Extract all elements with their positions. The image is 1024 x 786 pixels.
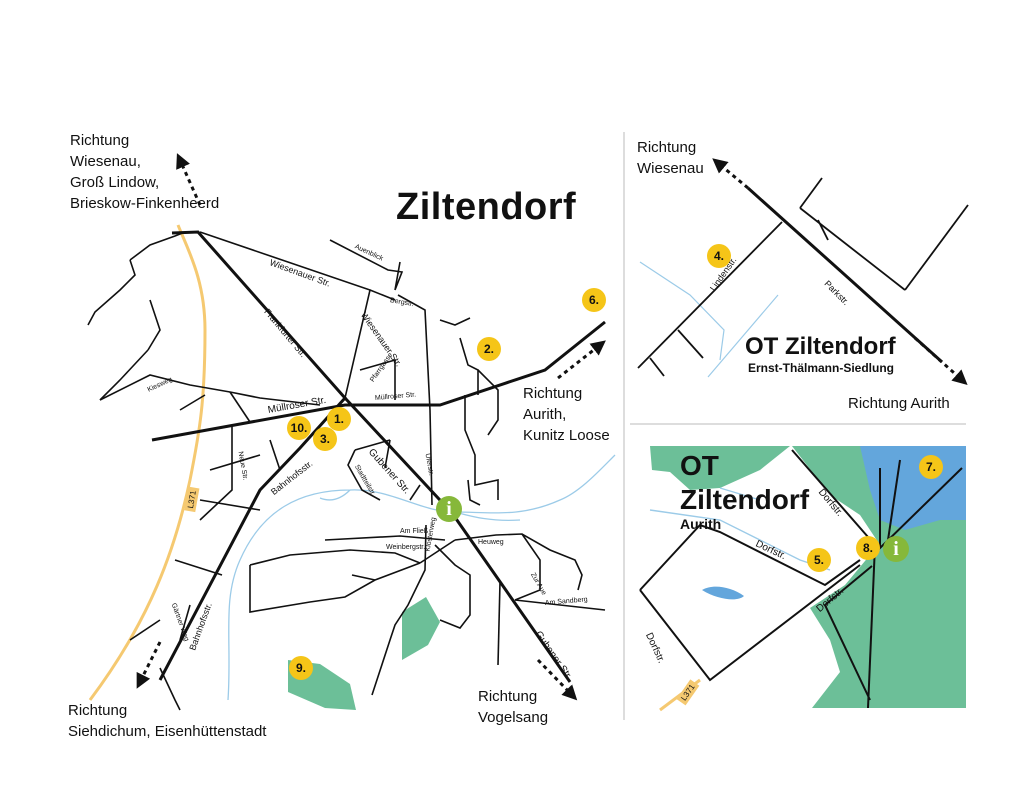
inset-bottom-roads xyxy=(639,449,963,709)
poi-marker[interactable]: 4. xyxy=(707,244,731,268)
inset-top-subtitle: Ernst-Thälmann-Siedlung xyxy=(748,361,895,375)
poi-marker[interactable]: 7. xyxy=(919,455,943,479)
inset-top-direction-line: Wiesenau xyxy=(637,160,704,177)
inset-bottom-subtitle: Aurith xyxy=(680,516,722,532)
inset-top-water xyxy=(639,261,779,378)
info-icon[interactable]: i xyxy=(883,536,909,562)
poi-marker[interactable]: 8. xyxy=(856,536,880,560)
direction-east-line: Richtung xyxy=(523,385,583,402)
main-green xyxy=(288,597,440,710)
direction-east-line: Aurith, xyxy=(523,406,567,423)
main-direction-arrows xyxy=(136,153,606,701)
street-label: Am Fließ xyxy=(400,528,428,535)
direction-nw-label: Richtung Wiesenau, Groß Lindow, Brieskow… xyxy=(70,130,219,214)
poi-marker[interactable]: 1. xyxy=(327,407,351,431)
poi-marker[interactable]: 9. xyxy=(289,656,313,680)
inset-top-roads xyxy=(637,177,969,377)
highway-l371 xyxy=(88,224,207,701)
poi-marker[interactable]: 2. xyxy=(477,337,501,361)
poi-marker[interactable]: 3. xyxy=(313,427,337,451)
poi-marker[interactable]: 6. xyxy=(582,288,606,312)
inset-bottom-title-line: OT xyxy=(680,450,719,481)
inset-top-main-road xyxy=(746,186,944,364)
direction-sw-line: Richtung xyxy=(68,702,128,719)
direction-sw-line: Siehdichum, Eisenhüttenstadt xyxy=(68,723,267,740)
direction-sw-label: Richtung Siehdichum, Eisenhüttenstadt xyxy=(68,700,266,742)
inset-top-arrows xyxy=(712,158,968,385)
direction-east-label: Richtung Aurith, Kunitz Loose xyxy=(523,383,610,446)
direction-nw-line: Wiesenau, xyxy=(70,153,141,170)
info-icon[interactable]: i xyxy=(436,496,462,522)
divider-lines xyxy=(623,132,966,720)
inset-bottom-title: OT Ziltendorf xyxy=(680,449,809,517)
direction-se-line: Vogelsang xyxy=(478,709,549,726)
poi-marker[interactable]: 5. xyxy=(807,548,831,572)
direction-se-line: Richtung xyxy=(478,688,538,705)
inset-bottom-title-line: Ziltendorf xyxy=(680,484,810,515)
inset-top-title: OT Ziltendorf xyxy=(745,333,896,360)
street-label: Heuweg xyxy=(478,539,504,546)
inset-top-direction-line: Richtung xyxy=(637,139,697,156)
direction-se-label: Richtung Vogelsang xyxy=(478,686,548,728)
direction-nw-line: Brieskow-Finkenheerd xyxy=(70,195,220,212)
inset-top-direction-se: Richtung Aurith xyxy=(848,395,950,412)
direction-east-line: Kunitz Loose xyxy=(523,427,610,444)
main-minor-roads xyxy=(87,231,606,711)
poi-marker[interactable]: 10. xyxy=(287,416,311,440)
inset-top-direction-nw: Richtung Wiesenau xyxy=(637,137,704,179)
direction-nw-line: Richtung xyxy=(70,132,130,149)
direction-nw-line: Groß Lindow, xyxy=(70,174,160,191)
street-label: Weinbergstr. xyxy=(386,544,426,551)
main-title: Ziltendorf xyxy=(396,186,577,228)
